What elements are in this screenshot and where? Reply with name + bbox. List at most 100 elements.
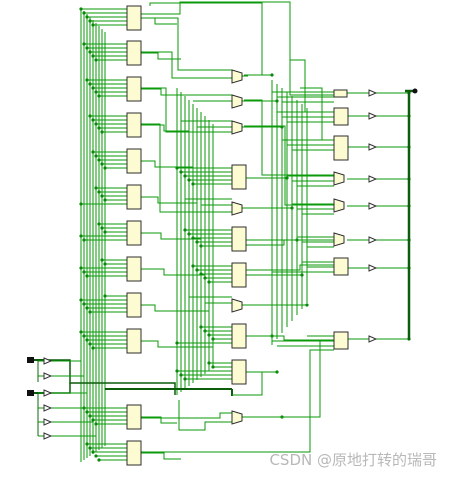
junction-dot xyxy=(100,258,104,262)
junction-dot xyxy=(79,266,83,270)
junction-dot xyxy=(91,86,95,90)
logic-gate xyxy=(231,323,247,349)
junction-dot xyxy=(91,346,95,350)
junction-dot xyxy=(97,458,101,462)
wire xyxy=(141,412,232,419)
junction-dot xyxy=(88,114,92,118)
junction-dot xyxy=(195,268,199,272)
and-gate xyxy=(126,256,142,282)
junction-dot xyxy=(290,206,294,210)
wire xyxy=(141,160,193,168)
junction-dot xyxy=(91,450,95,454)
wire xyxy=(178,400,232,431)
output-buffer xyxy=(368,89,378,97)
junction-dot xyxy=(91,23,95,27)
junction-dot xyxy=(91,54,95,58)
mux-gate xyxy=(333,198,345,213)
junction-dot xyxy=(91,118,95,122)
mux-gate xyxy=(231,94,243,109)
and-gate xyxy=(126,112,142,138)
and-gate xyxy=(126,40,142,66)
input-buffer xyxy=(43,389,53,397)
mux-gate xyxy=(231,410,243,425)
junction-dot xyxy=(187,232,191,236)
wire xyxy=(246,239,334,246)
mux-gate xyxy=(231,120,243,135)
junction-dot xyxy=(85,46,89,50)
junction-dot xyxy=(100,162,104,166)
logic-gate xyxy=(333,107,349,126)
wire xyxy=(141,1,334,96)
junction-dot xyxy=(100,130,104,134)
and-gate xyxy=(126,220,142,246)
wire xyxy=(141,51,232,79)
input-buffer xyxy=(43,404,53,412)
wire xyxy=(246,264,334,271)
input-pin xyxy=(27,390,34,396)
junction-dot xyxy=(85,15,89,19)
and-gate xyxy=(126,184,142,210)
mux-gate xyxy=(333,171,345,186)
mux-gate xyxy=(333,232,345,247)
junction-dot xyxy=(187,178,191,182)
and-gate xyxy=(126,148,142,174)
junction-dot xyxy=(79,330,83,334)
output-buffer xyxy=(368,175,378,183)
and-gate xyxy=(126,76,142,102)
junction-dot xyxy=(82,11,86,15)
junction-dot xyxy=(94,186,98,190)
junction-dot xyxy=(97,158,101,162)
junction-dot xyxy=(82,238,86,242)
junction-dot xyxy=(211,337,215,341)
junction-dot xyxy=(94,454,98,458)
logic-gate xyxy=(333,331,349,350)
junction-dot xyxy=(97,94,101,98)
mux-gate xyxy=(231,69,243,84)
junction-dot xyxy=(88,310,92,314)
junction-dot xyxy=(103,198,107,202)
junction-dot xyxy=(79,234,83,238)
and-gate xyxy=(126,404,142,430)
junction-dot xyxy=(97,126,101,130)
input-buffer xyxy=(43,372,53,380)
logic-gate xyxy=(333,135,349,161)
junction-dot xyxy=(100,194,104,198)
junction-dot xyxy=(300,273,304,277)
junction-dot xyxy=(191,264,195,268)
junction-dot xyxy=(79,298,83,302)
output-buffer xyxy=(368,112,378,120)
output-buffer xyxy=(368,143,378,151)
junction-dot xyxy=(191,236,195,240)
junction-dot xyxy=(179,170,183,174)
junction-dot xyxy=(91,418,95,422)
junction-dot xyxy=(191,182,195,186)
output-buffer xyxy=(368,236,378,244)
junction-dot xyxy=(199,272,203,276)
junction-dot xyxy=(175,369,179,373)
junction-dot xyxy=(199,325,203,329)
output-buffer xyxy=(368,264,378,272)
junction-dot xyxy=(82,334,86,338)
junction-dot xyxy=(275,370,279,374)
wire xyxy=(244,99,334,176)
junction-dot xyxy=(203,329,207,333)
junction-dot xyxy=(199,244,203,248)
junction-dot xyxy=(183,377,187,381)
junction-dot xyxy=(211,365,215,369)
and-gate xyxy=(126,292,142,318)
wire xyxy=(141,349,334,453)
junction-dot xyxy=(103,262,107,266)
and-gate xyxy=(126,440,142,466)
wire xyxy=(141,304,209,312)
junction-dot xyxy=(175,166,179,170)
junction-dot xyxy=(285,176,289,180)
wire xyxy=(141,87,232,133)
junction-dot xyxy=(179,373,183,377)
wire xyxy=(141,232,201,240)
wire xyxy=(141,452,181,460)
junction-dot xyxy=(270,73,274,77)
junction-dot xyxy=(183,174,187,178)
wire xyxy=(246,339,334,418)
input-pin xyxy=(27,357,34,363)
